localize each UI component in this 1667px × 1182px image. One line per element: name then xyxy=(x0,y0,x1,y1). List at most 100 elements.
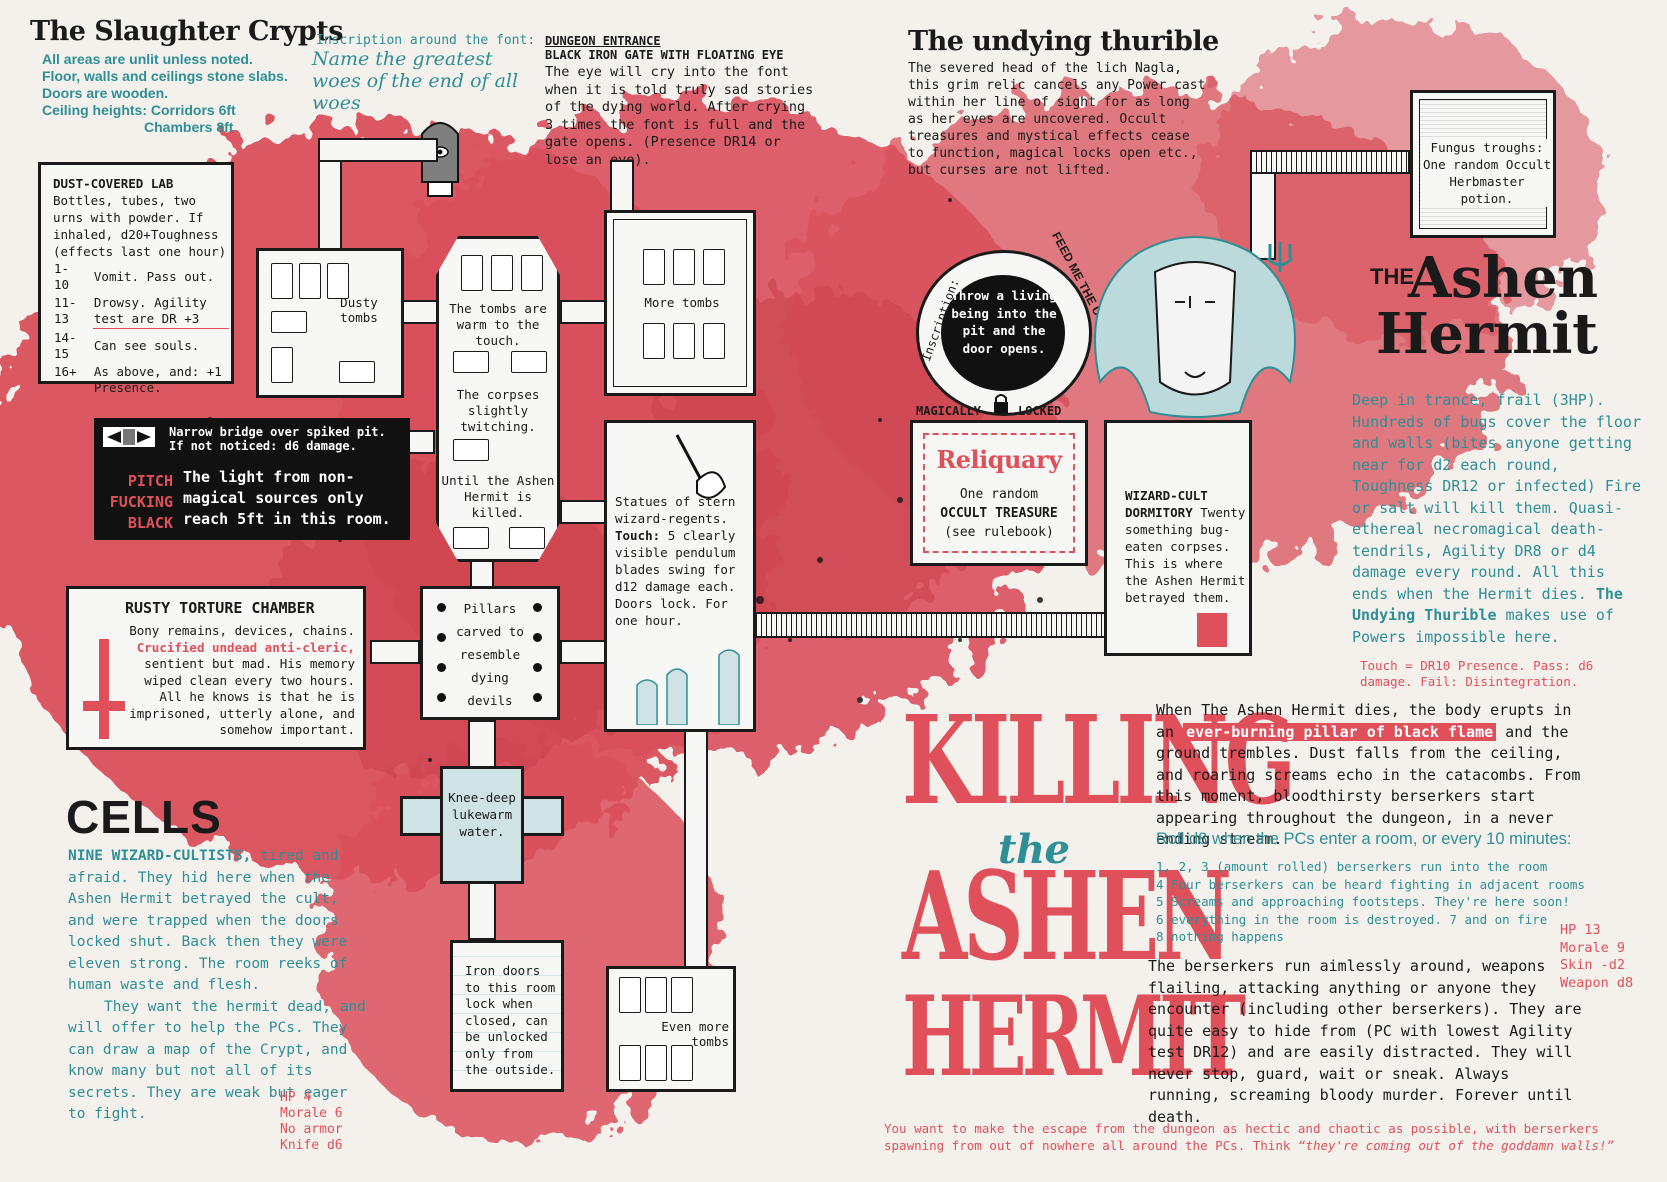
water-label: Knee-deep lukewarm water. xyxy=(448,790,516,839)
killing-paragraph1: When The Ashen Hermit dies, the body eru… xyxy=(1156,700,1596,851)
room-torture-chamber: RUSTY TORTURE CHAMBER Bony remains, devi… xyxy=(66,586,366,750)
thurible-text: The severed head of the lich Nagla, this… xyxy=(908,61,1206,178)
table-row: 16+As above, and: +1 Presence. xyxy=(54,363,222,395)
corridor-dusty-warm xyxy=(400,300,440,324)
dusty-tombs-label: Dusty tombs xyxy=(340,295,378,325)
pillar xyxy=(437,693,446,702)
water-arm-east xyxy=(524,796,564,836)
corridor-water-north xyxy=(468,720,496,770)
room-reliquary: Reliquary One random OCCULT TREASURE (se… xyxy=(910,420,1088,566)
blood-stain xyxy=(1197,613,1227,647)
note-floor: Floor, walls and ceilings stone slabs. xyxy=(42,68,288,84)
tomb xyxy=(327,263,349,299)
room-wizard-cult-dormitory: WIZARD-CULT DORMITORY Twenty something b… xyxy=(1104,420,1252,656)
killing-footer: You want to make the escape from the dun… xyxy=(884,1120,1644,1154)
hermit-touch-rule: Touch = DR10 Presence. Pass: d6 damage. … xyxy=(1360,658,1594,689)
reliquary-line1: One random xyxy=(959,487,1039,502)
until-killed-label: Until the Ashen Hermit is killed. xyxy=(441,473,555,520)
berserker-stats: HP 13 Morale 9 Skin -d2 Weapon d8 xyxy=(1560,922,1633,992)
pillar xyxy=(533,633,542,642)
note-ceiling: Ceiling heights: Corridors 6ft xyxy=(42,102,236,118)
tomb xyxy=(643,323,665,359)
statues-note: Statues of stern wizard-regents. Touch: … xyxy=(615,493,753,629)
tomb xyxy=(453,527,489,549)
tomb xyxy=(509,527,545,549)
pit xyxy=(941,275,1065,391)
font-inscription-text: Name the greatest woes of the end of all… xyxy=(312,48,519,114)
killing-word1: KILLING xyxy=(902,688,1296,832)
room-pit: Throw a living being into the pit and th… xyxy=(916,230,1133,416)
pillar xyxy=(437,663,446,672)
room-even-more-tombs: Even more tombs xyxy=(606,966,736,1092)
water-arm-west xyxy=(400,796,440,836)
dormitory-title: WIZARD-CULT DORMITORY xyxy=(1125,488,1208,520)
tomb xyxy=(645,1045,667,1081)
tomb xyxy=(671,977,693,1013)
tomb xyxy=(271,263,293,299)
tomb xyxy=(461,255,483,291)
pendulum-axe-icon xyxy=(667,431,727,511)
corridor-pillars-statues xyxy=(560,640,610,664)
cells-stats-armor: No armor xyxy=(280,1122,343,1138)
torture-text: Bony remains, devices, chains. Crucified… xyxy=(125,623,355,739)
note-doors: Doors are wooden. xyxy=(42,85,169,101)
cells-text1: tired and afraid. They hid here when the… xyxy=(68,848,348,993)
tomb xyxy=(643,249,665,285)
killing-word4: HERMIT xyxy=(902,971,1246,1101)
cells-lead: NINE WIZARD-CULTISTS, xyxy=(68,848,252,864)
fungus-label: Fungus troughs: One random Occult Herbma… xyxy=(1421,139,1553,207)
reliquary-title: Reliquary xyxy=(936,445,1062,474)
warm-tombs-label: The tombs are warm to the touch. xyxy=(449,301,547,348)
torture-highlight: Crucified undead anti-cleric, xyxy=(136,639,355,655)
light-rule: The light from non-magical sources only … xyxy=(183,468,391,528)
corridor-warm-more xyxy=(560,300,610,324)
tomb xyxy=(671,1045,693,1081)
title-notes: All areas are unlit unless noted. Floor,… xyxy=(42,51,288,136)
hermit-text2: makes use of Powers impossible here. xyxy=(1352,606,1614,646)
thurible-title: The undying thurible xyxy=(908,26,1219,57)
corridor-east-south xyxy=(684,728,708,968)
tomb xyxy=(453,439,489,461)
lab-title: DUST-COVERED LAB xyxy=(53,176,174,191)
corridor-torture-pillars xyxy=(370,640,420,664)
statues-text: Statues of stern wizard-regents. xyxy=(615,494,736,526)
iron-doors-label: Iron doors to this room lock when closed… xyxy=(465,963,556,1077)
cells-stats-weapon: Knife d6 xyxy=(280,1138,343,1154)
room-pitch-black: Narrow bridge over spiked pit. If not no… xyxy=(94,418,410,540)
stat-weapon: Knife d6 xyxy=(280,1138,343,1153)
stat-weapon: Weapon d8 xyxy=(1560,974,1634,991)
killing-word2: the xyxy=(998,826,1070,873)
statues-touch-label: Touch: xyxy=(615,528,661,543)
pitch-black-label: PITCH FUCKING BLACK xyxy=(109,472,173,532)
cells-stats: HP 4 xyxy=(280,1090,311,1106)
stat-morale: Morale 9 xyxy=(1560,939,1626,956)
tomb xyxy=(491,255,513,291)
stat-morale: Morale 6 xyxy=(280,1106,343,1121)
entrance-text: The eye will cry into the font when it i… xyxy=(545,64,814,168)
font-inscription-label: Inscription around the font: xyxy=(316,33,536,48)
tomb xyxy=(271,311,307,333)
list-item: 5 Screams and approaching footsteps. The… xyxy=(1156,894,1570,909)
corridor-font xyxy=(318,138,438,162)
note-chambers: Chambers 8ft xyxy=(144,119,234,135)
pit-text: Throw a living being into the pit and th… xyxy=(951,288,1057,356)
tomb xyxy=(673,323,695,359)
tomb xyxy=(619,977,641,1013)
hermit-title-name2: Hermit xyxy=(1376,301,1598,367)
room-dust-covered-lab: DUST-COVERED LAB Bottles, tubes, two urn… xyxy=(38,162,234,395)
killing-word3: ASHEN xyxy=(902,844,1232,988)
cells-title: CELLS xyxy=(66,791,222,843)
crucified-anti-cleric-icon xyxy=(79,633,129,743)
lab-note: DUST-COVERED LAB Bottles, tubes, two urn… xyxy=(53,175,229,397)
pillar xyxy=(533,693,542,702)
hermit-text1: Deep in trance, frail (3HP). Hundreds of… xyxy=(1352,391,1641,603)
entrance-subheading: BLACK IRON GATE WITH FLOATING EYE xyxy=(545,48,784,62)
footer-text: You want to make the escape from the dun… xyxy=(884,1121,1599,1153)
torture-text1: Bony remains, devices, chains. xyxy=(129,623,355,638)
list-item: 4 Four berserkers can be heard fighting … xyxy=(1156,876,1585,892)
list-item: 8 nothing happens xyxy=(1156,929,1284,944)
